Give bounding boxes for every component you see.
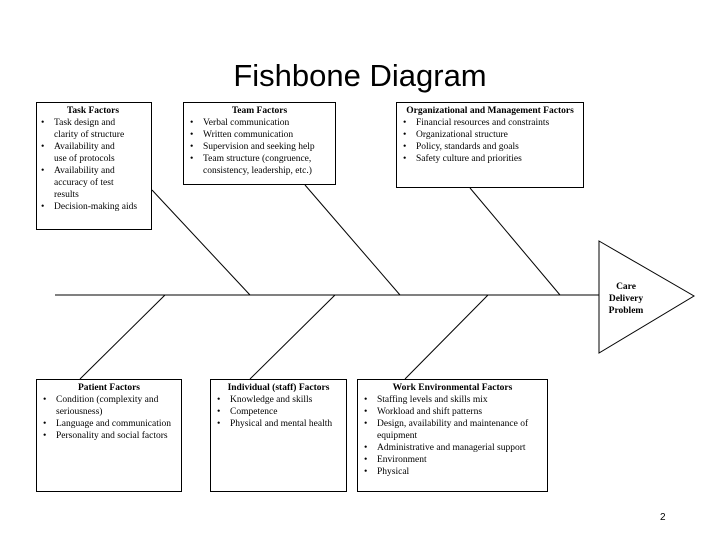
org-factors-list: Financial resources and constraints Orga…	[401, 117, 579, 165]
list-item: Verbal communication	[188, 117, 331, 129]
bone-task	[151, 189, 251, 296]
individual-factors-heading: Individual (staff) Factors	[227, 383, 330, 393]
page-title: Fishbone Diagram	[233, 58, 487, 93]
individual-factors-box: Individual (staff) Factors Knowledge and…	[210, 379, 347, 492]
list-item: Safety culture and priorities	[401, 153, 579, 165]
list-item: Supervision and seeking help	[188, 141, 331, 153]
list-item: Language and communication	[41, 418, 177, 430]
individual-factors-list: Knowledge and skills Competence Physical…	[215, 394, 342, 430]
list-item: Condition (complexity and seriousness)	[41, 394, 177, 418]
list-item: Competence	[215, 406, 342, 418]
patient-factors-heading: Patient Factors	[78, 383, 140, 393]
patient-factors-list: Condition (complexity and seriousness) L…	[41, 394, 177, 442]
bone-individual	[249, 294, 336, 380]
list-item: Environment	[362, 454, 543, 466]
bone-patient	[79, 294, 166, 380]
task-factors-box: Task Factors Task design and clarity of …	[36, 102, 152, 230]
problem-line: Care	[616, 282, 636, 292]
list-item: Knowledge and skills	[215, 394, 342, 406]
list-item: Financial resources and constraints	[401, 117, 579, 129]
work-env-factors-box: Work Environmental Factors Staffing leve…	[357, 379, 548, 492]
work-env-factors-heading: Work Environmental Factors	[392, 383, 513, 393]
list-item: Workload and shift patterns	[362, 406, 543, 418]
work-env-factors-list: Staffing levels and skills mix Workload …	[362, 394, 543, 478]
team-factors-heading: Team Factors	[231, 106, 288, 116]
list-item: Physical	[362, 466, 543, 478]
list-item: Organizational structure	[401, 129, 579, 141]
patient-factors-box: Patient Factors Condition (complexity an…	[36, 379, 182, 492]
list-item: Availability and accuracy of test result…	[39, 165, 147, 201]
list-item: Administrative and managerial support	[362, 442, 543, 454]
bone-work-env	[404, 294, 489, 380]
problem-label: Care Delivery Problem	[598, 281, 654, 317]
list-item: Staffing levels and skills mix	[362, 394, 543, 406]
problem-line: Delivery	[608, 294, 644, 304]
list-item: Written communication	[188, 129, 331, 141]
team-factors-box: Team Factors Verbal communication Writte…	[183, 102, 336, 185]
list-item: Decision-making aids	[39, 201, 147, 213]
org-factors-box: Organizational and Management Factors Fi…	[396, 102, 584, 188]
head-triangle	[598, 240, 695, 354]
problem-line: Problem	[608, 306, 644, 316]
task-factors-list: Task design and clarity of structure Ava…	[39, 117, 147, 213]
list-item: Team structure (congruence, consistency,…	[188, 153, 331, 177]
page-number: 2	[660, 512, 666, 523]
list-item: Personality and social factors	[41, 430, 177, 442]
org-factors-heading: Organizational and Management Factors	[406, 106, 574, 116]
list-item: Task design and clarity of structure	[39, 117, 147, 141]
list-item: Physical and mental health	[215, 418, 342, 430]
list-item: Availability and use of protocols	[39, 141, 147, 165]
bone-org	[469, 187, 561, 296]
list-item: Design, availability and maintenance of …	[362, 418, 543, 442]
bone-team	[304, 184, 401, 296]
list-item: Policy, standards and goals	[401, 141, 579, 153]
team-factors-list: Verbal communication Written communicati…	[188, 117, 331, 177]
task-factors-heading: Task Factors	[66, 106, 120, 116]
